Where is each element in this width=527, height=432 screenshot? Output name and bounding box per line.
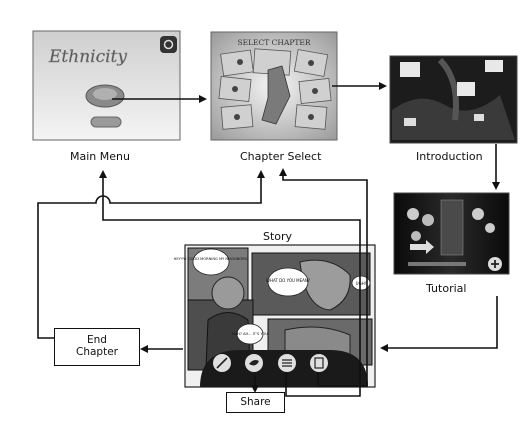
story-screen: HEYYY! GOOD MORNING MY NEIGHBORS! WHAT D… <box>174 245 375 387</box>
story-label: Story <box>263 230 292 243</box>
tutorial-screen <box>394 193 509 274</box>
bubble-art <box>485 223 495 233</box>
screen-title: SELECT CHAPTER <box>237 38 310 47</box>
bubble-art <box>472 208 484 220</box>
share-label: Share <box>240 396 270 408</box>
share-box: Share <box>226 392 285 413</box>
chapter-select-screen: SELECT CHAPTER <box>211 32 337 140</box>
lock-icon <box>308 114 314 120</box>
bubble-art <box>422 214 434 226</box>
introduction-screen <box>390 56 517 143</box>
info-card <box>474 114 484 121</box>
bubble-art <box>407 208 419 220</box>
end-chapter-line1: End <box>55 334 139 346</box>
bubble-art <box>411 231 421 241</box>
lock-icon <box>308 60 314 66</box>
speech-bubble <box>193 249 229 275</box>
introduction-label: Introduction <box>416 150 483 163</box>
info-card <box>404 118 416 126</box>
svg-text:UGH!: UGH! <box>356 281 367 286</box>
chapter-select-label: Chapter Select <box>240 150 321 163</box>
svg-text:HEYYY! GOOD MORNING MY NEIGHBO: HEYYY! GOOD MORNING MY NEIGHBORS! <box>174 257 249 261</box>
lock-icon <box>234 114 240 120</box>
gear-icon <box>160 36 177 53</box>
tutorial-label: Tutorial <box>426 282 466 295</box>
game-logo: Ethnicity <box>48 47 127 67</box>
end-chapter-line2: Chapter <box>55 346 139 358</box>
end-chapter-box: End Chapter <box>54 328 140 366</box>
svg-text:HAH? AH... IT'S YOU: HAH? AH... IT'S YOU <box>232 332 268 336</box>
options-button-art <box>91 117 121 127</box>
main-menu-label: Main Menu <box>70 150 130 163</box>
info-card <box>485 60 503 72</box>
info-card <box>400 62 420 77</box>
main-menu-screen: Ethnicity <box>33 31 180 140</box>
lock-icon <box>237 59 243 65</box>
info-card <box>457 82 475 96</box>
character-face <box>212 277 244 309</box>
document-icon <box>310 354 328 372</box>
arrow-tutorial-to-story <box>382 296 497 348</box>
svg-text:WHAT DO YOU MEAN?: WHAT DO YOU MEAN? <box>266 278 310 283</box>
lock-icon <box>312 88 318 94</box>
lock-icon <box>232 86 238 92</box>
